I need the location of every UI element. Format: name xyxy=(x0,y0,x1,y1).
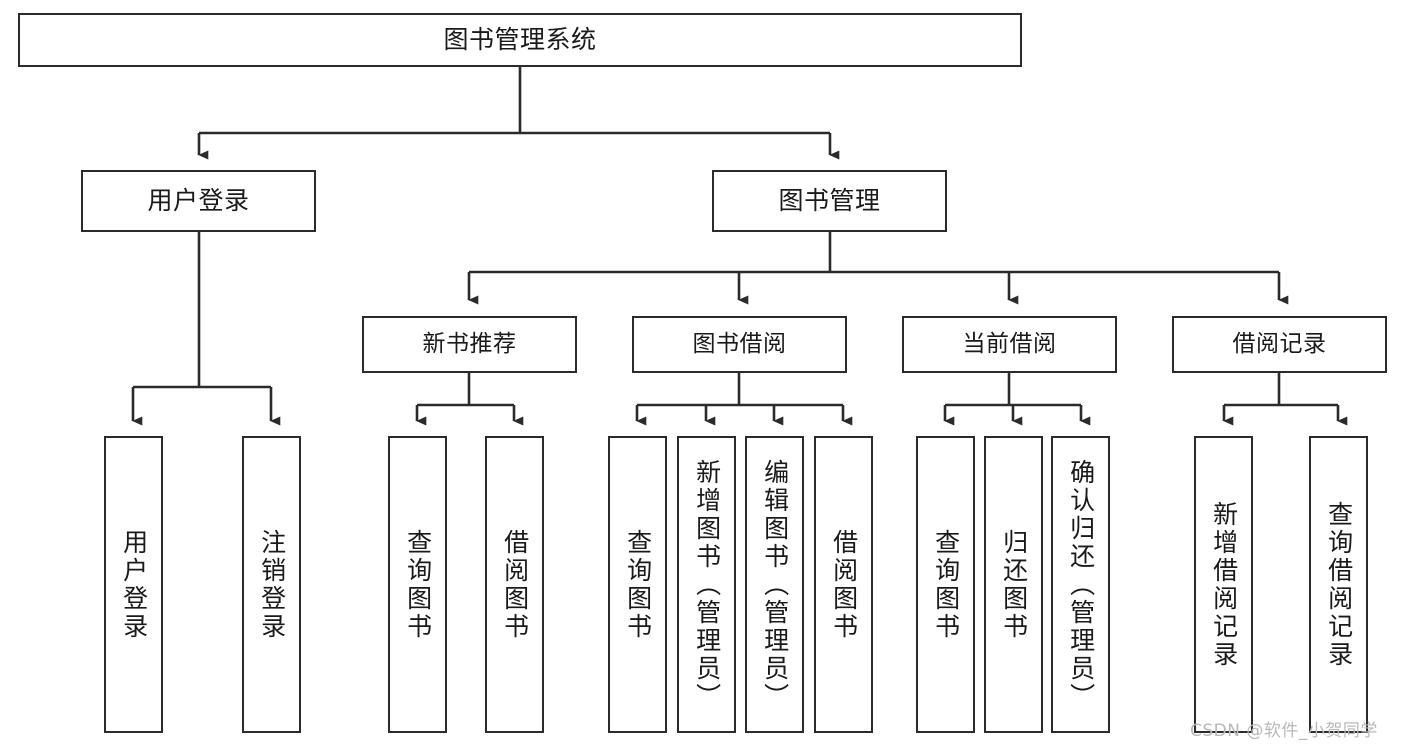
node-leaf-borrow-add-book-admin[interactable]: 新增图书（管理员） xyxy=(677,436,736,733)
node-leaf-current-confirm-return-admin[interactable]: 确认归还（管理员） xyxy=(1051,436,1110,733)
node-leaf-borrow-query-book[interactable]: 查询图书 xyxy=(608,436,667,733)
node-label: 确认归还（管理员） xyxy=(1066,458,1096,711)
node-new-book-recommend[interactable]: 新书推荐 xyxy=(362,316,577,373)
node-label: 归还图书 xyxy=(999,528,1029,641)
node-label: 查询图书 xyxy=(623,528,653,641)
node-leaf-record-add-record[interactable]: 新增借阅记录 xyxy=(1194,436,1253,733)
node-book-management[interactable]: 图书管理 xyxy=(712,170,947,232)
node-label: 用户登录 xyxy=(147,186,250,216)
node-label: 图书借阅 xyxy=(692,331,787,358)
node-leaf-newbook-borrow-book[interactable]: 借阅图书 xyxy=(485,436,544,733)
node-label: 当前借阅 xyxy=(962,331,1057,358)
node-label: 借阅记录 xyxy=(1232,331,1327,358)
node-current-borrow[interactable]: 当前借阅 xyxy=(902,316,1117,373)
node-borrow-record[interactable]: 借阅记录 xyxy=(1172,316,1387,373)
node-label: 图书管理 xyxy=(778,186,881,216)
node-leaf-record-query-record[interactable]: 查询借阅记录 xyxy=(1309,436,1368,733)
node-label: 新书推荐 xyxy=(422,331,517,358)
node-label: 新增借阅记录 xyxy=(1209,500,1239,669)
node-book-management-system[interactable]: 图书管理系统 xyxy=(18,13,1022,67)
node-label: 借阅图书 xyxy=(829,528,859,641)
node-leaf-logout[interactable]: 注销登录 xyxy=(242,436,301,733)
node-leaf-current-query-book[interactable]: 查询图书 xyxy=(916,436,975,733)
node-label: 查询图书 xyxy=(931,528,961,641)
node-label: 注销登录 xyxy=(257,528,287,641)
node-label: 图书管理系统 xyxy=(443,25,597,55)
node-leaf-newbook-query-book[interactable]: 查询图书 xyxy=(388,436,447,733)
node-label: 新增图书（管理员） xyxy=(692,458,722,711)
node-label: 查询图书 xyxy=(403,528,433,641)
node-label: 借阅图书 xyxy=(500,528,530,641)
node-leaf-borrow-edit-book-admin[interactable]: 编辑图书（管理员） xyxy=(745,436,804,733)
node-label: 编辑图书（管理员） xyxy=(760,458,790,711)
node-book-borrow[interactable]: 图书借阅 xyxy=(632,316,847,373)
node-leaf-user-login[interactable]: 用户登录 xyxy=(104,436,163,733)
node-user-login[interactable]: 用户登录 xyxy=(81,170,316,232)
node-leaf-borrow-borrow-book[interactable]: 借阅图书 xyxy=(814,436,873,733)
node-leaf-current-return-book[interactable]: 归还图书 xyxy=(984,436,1043,733)
node-label: 用户登录 xyxy=(119,528,149,641)
node-label: 查询借阅记录 xyxy=(1324,500,1354,669)
